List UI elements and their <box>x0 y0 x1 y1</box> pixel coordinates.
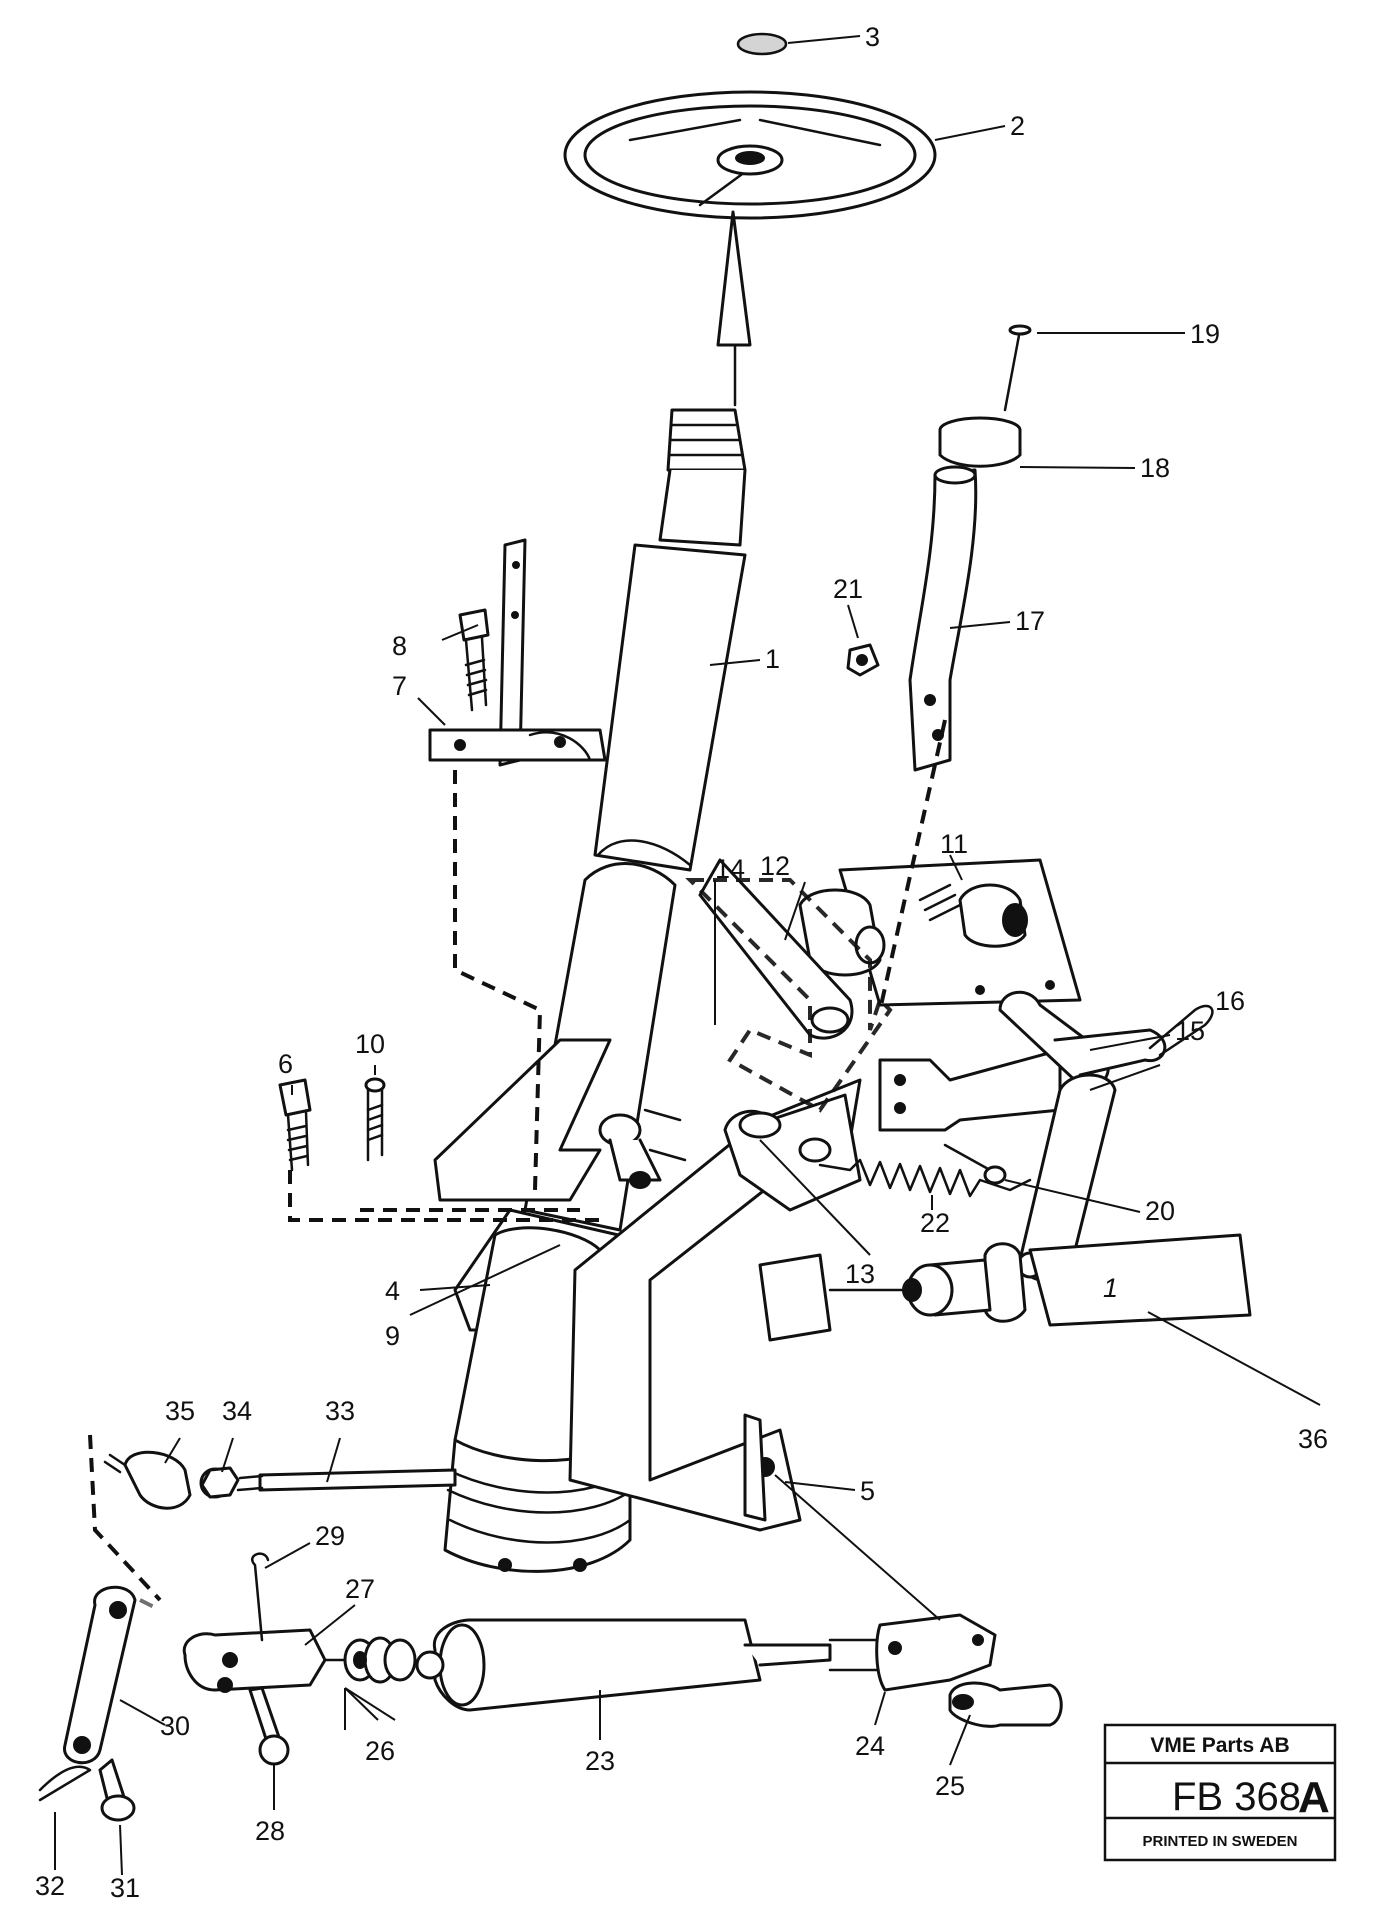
company-name: VME Parts AB <box>1150 1734 1289 1757</box>
callout-17: 17 <box>1015 606 1045 636</box>
callout-24: 24 <box>855 1731 885 1761</box>
horn-cap <box>736 32 788 56</box>
callout-12: 12 <box>760 851 790 881</box>
callout-1: 1 <box>765 644 780 674</box>
handle-nut <box>846 643 880 677</box>
callout-20: 20 <box>1145 1196 1175 1226</box>
assembly-arrow <box>716 210 752 347</box>
callout-32: 32 <box>35 1871 65 1901</box>
nut-34 <box>200 1466 240 1499</box>
steering-arm <box>568 1078 862 1532</box>
linkage-shaft <box>758 1233 1252 1342</box>
tilt-handle <box>908 465 978 772</box>
lower-bracket <box>433 1038 612 1202</box>
callout-6: 6 <box>278 1049 293 1079</box>
column-bracket <box>428 538 607 767</box>
callout-15: 15 <box>1175 1016 1205 1046</box>
rubber-bushings <box>343 1636 417 1684</box>
callout-31: 31 <box>110 1873 140 1903</box>
callout-3: 3 <box>865 22 880 52</box>
drawing-revision: A <box>1298 1773 1330 1822</box>
callout-25: 25 <box>935 1771 965 1801</box>
callout-11: 11 <box>940 829 968 859</box>
cotter-pin-32 <box>38 1765 92 1802</box>
column-joint <box>598 1108 687 1189</box>
printed-note: PRINTED IN SWEDEN <box>1142 1833 1297 1850</box>
link-arm <box>63 1585 137 1765</box>
callout-33: 33 <box>325 1396 355 1426</box>
screw-10 <box>364 1077 386 1162</box>
callout-28: 28 <box>255 1816 285 1846</box>
callout-2: 2 <box>1010 111 1025 141</box>
tilt-tube <box>698 858 854 1040</box>
damper-cylinder <box>415 1618 882 1712</box>
callout-23: 23 <box>585 1746 615 1776</box>
handle-knob <box>938 416 1022 468</box>
leader-lines <box>54 35 1321 1876</box>
callout-22: 22 <box>920 1208 950 1238</box>
callout-34: 34 <box>222 1396 252 1426</box>
callout-8: 8 <box>392 631 407 661</box>
bracket-bolt <box>458 608 490 712</box>
callout-labels: 1 2 3 4 5 6 7 8 9 10 11 12 13 14 15 16 1… <box>35 22 1328 1903</box>
callout-27: 27 <box>345 1574 375 1604</box>
bolt-6 <box>278 1078 312 1172</box>
clevis-pin-31 <box>98 1758 136 1822</box>
pivot-bracket <box>723 1093 862 1212</box>
callout-29: 29 <box>315 1521 345 1551</box>
callout-18: 18 <box>1140 453 1170 483</box>
cotter-pin-16 <box>1148 1004 1214 1057</box>
drawing-number: FB 368 <box>1172 1775 1301 1819</box>
fork-end-24 <box>875 1613 997 1692</box>
clevis-pin-28 <box>248 1686 290 1766</box>
return-spring <box>818 1158 1032 1198</box>
callout-10: 10 <box>355 1029 385 1059</box>
callout-16: 16 <box>1215 986 1245 1016</box>
callout-30: 30 <box>160 1711 190 1741</box>
callout-19: 19 <box>1190 319 1220 349</box>
callout-13: 13 <box>845 1259 875 1289</box>
tie-rod <box>103 1450 457 1510</box>
knob-screw <box>1003 328 1022 412</box>
callout-7: 7 <box>392 671 407 701</box>
callout-36: 36 <box>1298 1424 1328 1454</box>
callout-9: 9 <box>385 1321 400 1351</box>
callout-26: 26 <box>365 1736 395 1766</box>
callout-4: 4 <box>385 1276 400 1306</box>
fork-end-25 <box>948 1681 1063 1728</box>
cotter-pin-29 <box>251 1552 270 1642</box>
callout-14: 14 <box>715 854 745 884</box>
callout-21: 21 <box>833 574 863 604</box>
fork-end-27 <box>182 1628 357 1693</box>
lever-screw <box>943 1143 1007 1185</box>
shaft-mark: 1 <box>1103 1273 1118 1303</box>
title-block: VME Parts AB FB 368 A PRINTED IN SWEDEN <box>1103 1723 1337 1862</box>
steering-wheel <box>563 90 937 220</box>
callout-35: 35 <box>165 1396 195 1426</box>
callout-5: 5 <box>860 1476 875 1506</box>
